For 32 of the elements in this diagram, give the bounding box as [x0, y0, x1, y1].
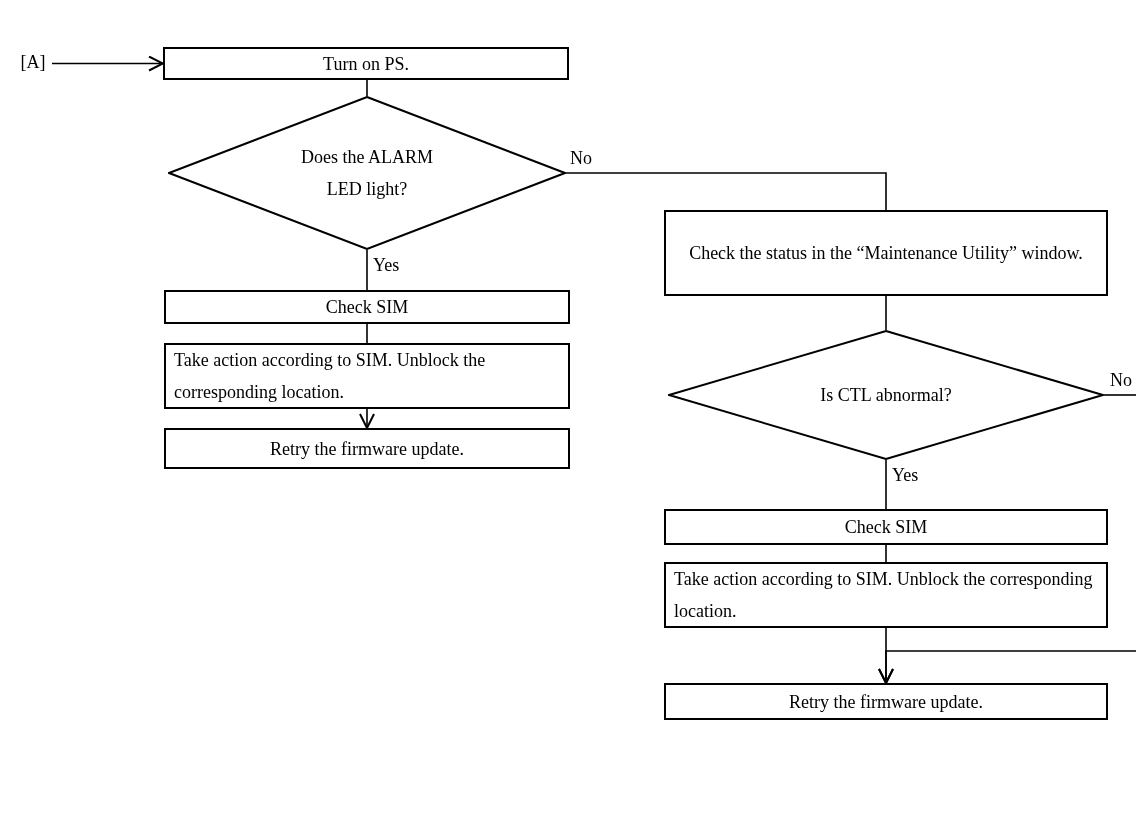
connector-line: [565, 172, 887, 211]
connector-line: [366, 79, 368, 97]
connector-line: [366, 323, 368, 344]
process-box: [664, 509, 1108, 545]
node-text: Take action according to SIM. Unblock the corresponding location.: [174, 349, 487, 404]
process-box: [664, 210, 1108, 296]
node-text: Check SIM: [325, 296, 409, 319]
arrow: [51, 55, 164, 72]
decision-diamond: [668, 330, 1104, 460]
node-text: [A]: [20, 51, 46, 74]
process-box: [163, 47, 569, 80]
node-text: Check the status in the “Maintenance Utility” window.: [689, 242, 1083, 265]
process-box: [664, 562, 1108, 628]
process-box: [664, 683, 1108, 720]
process-box: [164, 428, 570, 469]
node-text: Take action according to SIM. Unblock the corresponding location.: [674, 568, 1094, 623]
connector-line: [885, 459, 887, 510]
arrow: [878, 650, 1137, 684]
connector-line: [885, 295, 887, 331]
node-text: Turn on PS.: [323, 52, 409, 76]
connector-line: [1103, 394, 1137, 396]
process-box: [164, 343, 570, 409]
arrow: [359, 408, 375, 429]
decision-diamond: [168, 96, 566, 250]
node-text: Does the ALARM LED light?: [300, 146, 434, 201]
node-text: Check SIM: [844, 516, 928, 539]
node-text: Retry the firmware update.: [789, 690, 983, 714]
connector-line: [885, 544, 887, 563]
connector-line: [366, 249, 368, 291]
node-text: Is CTL abnormal?: [820, 384, 952, 407]
process-box: [164, 290, 570, 324]
node-text: Retry the firmware update.: [270, 437, 464, 461]
